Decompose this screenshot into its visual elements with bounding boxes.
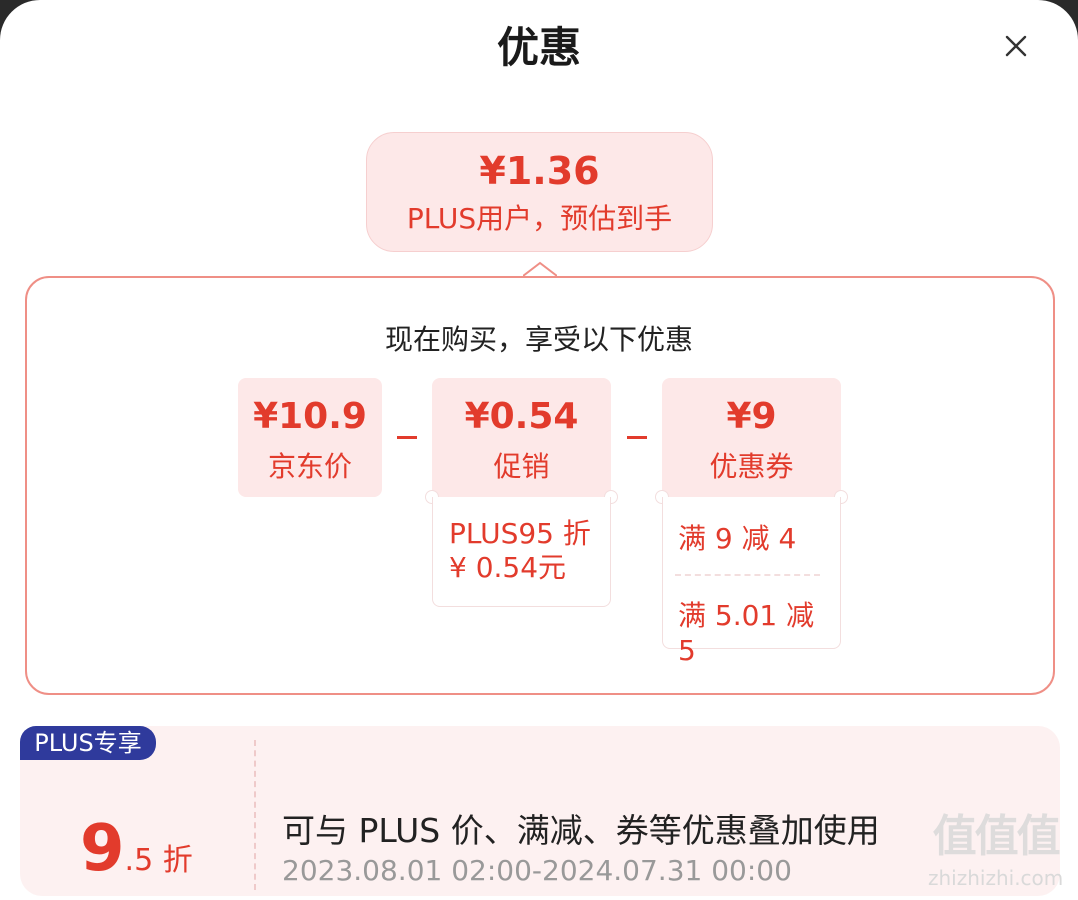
promotion-label: 促销: [493, 450, 550, 483]
breakdown-heading: 现在购买，享受以下优惠: [384, 323, 693, 356]
jd-price-box: ¥10.9 京东价: [238, 378, 382, 497]
card-divider: [254, 740, 256, 890]
minus-sign: [397, 436, 417, 439]
promotion-box: ¥0.54 促销: [432, 378, 611, 497]
estimate-bubble: ¥1.36 PLUS用户，预估到手: [366, 132, 713, 252]
plus-exclusive-badge: PLUS专享: [20, 726, 156, 760]
estimate-price: ¥1.36: [479, 149, 600, 193]
close-button[interactable]: [996, 26, 1036, 66]
promotion-detail-amount: ¥ 0.54元: [449, 551, 567, 584]
coupon-box: ¥9 优惠券: [662, 378, 841, 497]
site-watermark: 值值值 zhizhizhi.com: [928, 800, 1063, 890]
jd-price-label: 京东价: [267, 450, 352, 483]
bubble-pointer: [523, 261, 557, 277]
coupon-rule-1: 满 9 减 4: [678, 522, 797, 555]
coupon-label: 优惠券: [709, 450, 794, 483]
watermark-site: zhizhizhi.com: [928, 866, 1064, 890]
plus-discount: 9.5 折: [80, 812, 193, 886]
coupon-divider: [675, 574, 820, 576]
discount-major: 9: [80, 812, 125, 886]
coupon-rule-2: 满 5.01 减 5: [678, 599, 815, 667]
minus-sign: [627, 436, 647, 439]
coupon-detail: 满 9 减 4 满 5.01 减 5: [662, 497, 841, 667]
discount-minor: .5 折: [124, 843, 193, 878]
plus-card-date: 2023.08.01 02:00-2024.07.31 00:00: [282, 854, 792, 887]
watermark-logo: 值值值: [932, 811, 1061, 862]
coupon-value: ¥9: [726, 396, 777, 437]
promotion-detail-line: PLUS95 折: [449, 517, 591, 550]
sheet-title: 优惠: [496, 23, 581, 72]
close-icon: [1005, 35, 1027, 57]
estimate-label: PLUS用户，预估到手: [406, 202, 673, 235]
jd-price-value: ¥10.9: [253, 396, 367, 437]
plus-card-description: 可与 PLUS 价、满减、券等优惠叠加使用: [282, 811, 880, 850]
plus-discount-card[interactable]: [20, 726, 1060, 896]
promotion-detail: PLUS95 折 ¥ 0.54元: [432, 497, 611, 607]
promotion-value: ¥0.54: [464, 396, 579, 437]
